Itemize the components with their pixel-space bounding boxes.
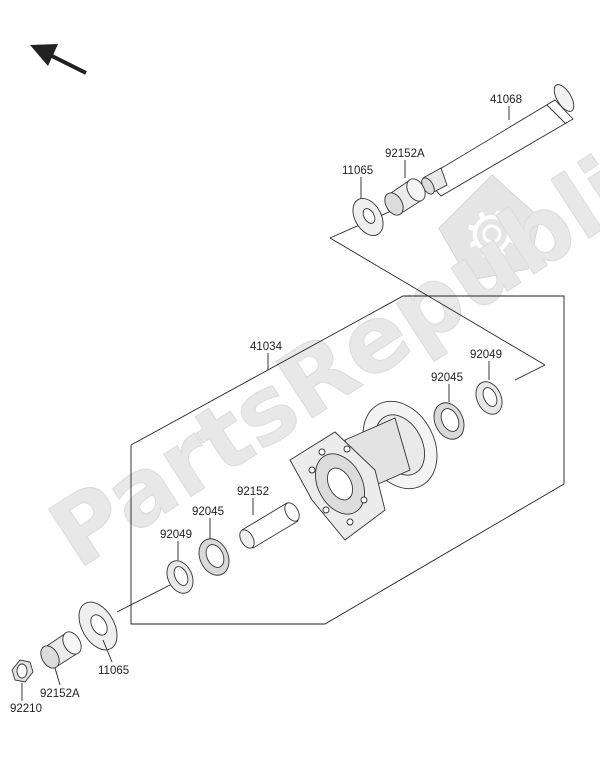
callout-41034: 41034 [250, 341, 283, 353]
hub-part [289, 400, 438, 541]
callout-11065-top: 11065 [342, 165, 373, 177]
callout-92152: 92152 [237, 486, 269, 498]
watermark-gear-logo [438, 174, 541, 281]
direction-arrow-icon [30, 44, 87, 75]
seal-left-part [166, 560, 194, 594]
seal-right-part [475, 381, 503, 415]
watermark: PartsRepublik [31, 102, 600, 589]
watermark-brand-text: PartsRepublik [32, 102, 600, 588]
callout-11065-bottom: 11065 [98, 665, 129, 677]
nut-part [11, 659, 34, 683]
callout-92152A-bottom: 92152A [40, 688, 80, 700]
cover-top-part [352, 198, 384, 236]
callout-92152A-top: 92152A [385, 148, 425, 160]
callout-92049-right: 92049 [470, 349, 502, 361]
callout-92210: 92210 [10, 703, 42, 715]
callout-labels: 41068 92152A 11065 41034 92049 92045 921… [10, 94, 522, 715]
cover-bottom-part [78, 601, 118, 651]
bearing-left-part [198, 538, 230, 576]
bearing-right-part [433, 402, 465, 440]
callout-92045-left: 92045 [192, 506, 224, 518]
collar-top-part [384, 178, 426, 216]
callout-92049-left: 92049 [160, 529, 192, 541]
callout-92045-right: 92045 [431, 372, 463, 384]
collar-bottom-part [40, 631, 82, 669]
callout-41068: 41068 [490, 94, 522, 106]
leader-lines [21, 106, 510, 701]
spacer-part [239, 502, 300, 549]
